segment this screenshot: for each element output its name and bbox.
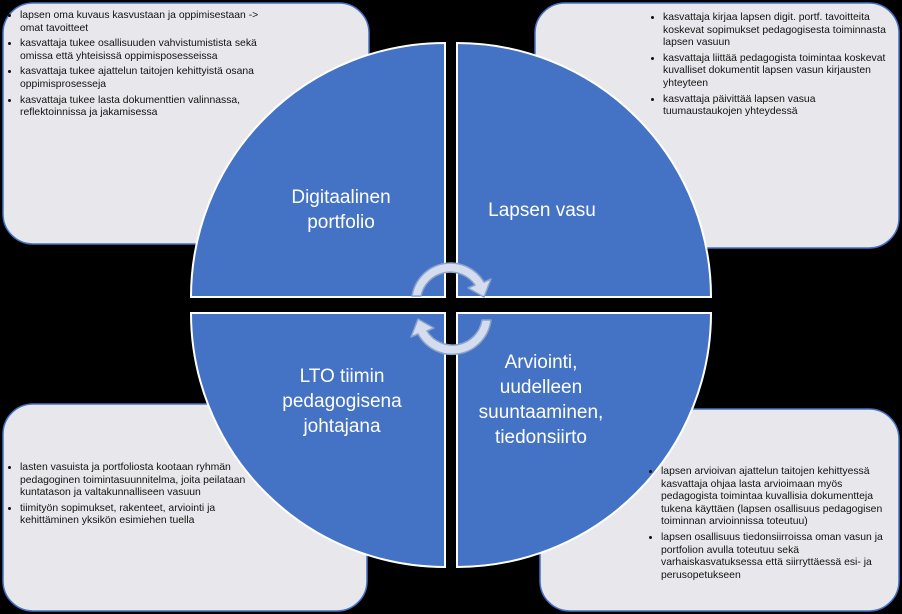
- quadrant-label-line: Arviointi,: [504, 352, 578, 373]
- quadrant-label-line: pedagogisena: [282, 391, 402, 412]
- quadrant-label-bottom-left: LTO tiimin pedagogisena johtajana: [262, 364, 422, 439]
- quadrant-top-left: [189, 41, 446, 298]
- box-text-bottom-right: lapsen arvioivan ajattelun taitojen kehi…: [649, 466, 889, 585]
- list-item: kasvattaja liittää pedagogista toimintaa…: [663, 53, 893, 91]
- quadrant-top-right: [456, 41, 713, 298]
- quadrant-label-line: Digitaalinen: [291, 187, 391, 208]
- quadrant-label-line: tiedonsiirto: [495, 427, 587, 448]
- quadrant-label-line: suuntaaminen,: [478, 402, 604, 423]
- list-item: kasvattaja päivittää lapsen vasua tuumau…: [663, 94, 893, 119]
- arrow-top-icon: [411, 262, 492, 298]
- quadrant-label-line: johtajana: [303, 416, 381, 437]
- list-item: lapsen oma kuvaus kasvustaan ja oppimise…: [20, 10, 263, 35]
- quadrant-bottom-left: [189, 312, 446, 569]
- list-item: kasvattaja tukee ajattelun taitojen kehi…: [20, 66, 263, 91]
- quadrant-label-top-left: Digitaalinen portfolio: [266, 185, 416, 235]
- list-item: lasten vasuista ja portfoliosta kootaan …: [20, 462, 258, 500]
- quadrant-label-line: portfolio: [307, 212, 375, 233]
- quadrant-label-line: LTO tiimin: [299, 366, 385, 387]
- list-item: tiimityön sopimukset, rakenteet, arvioin…: [20, 503, 258, 528]
- bullet-list: kasvattaja kirjaa lapsen digit. portf. t…: [651, 12, 893, 119]
- quadrant-label-line: uudelleen: [499, 377, 583, 398]
- quadrant-label-bottom-right: Arviointi, uudelleen suuntaaminen, tiedo…: [466, 350, 616, 450]
- bullet-list: lapsen arvioivan ajattelun taitojen kehi…: [649, 466, 889, 582]
- quadrant-label-top-right: Lapsen vasu: [467, 198, 617, 223]
- bullet-list: lapsen oma kuvaus kasvustaan ja oppimise…: [8, 10, 263, 120]
- list-item: lapsen arvioivan ajattelun taitojen kehi…: [661, 466, 889, 529]
- list-item: kasvattaja kirjaa lapsen digit. portf. t…: [663, 12, 893, 50]
- quadrant-bottom-right: [456, 312, 713, 569]
- bullet-list: lasten vasuista ja portfoliosta kootaan …: [8, 462, 258, 528]
- box-text-top-left: lapsen oma kuvaus kasvustaan ja oppimise…: [8, 10, 263, 123]
- list-item: lapsen osallisuus tiedonsiirroissa oman …: [661, 532, 889, 582]
- arrow-bottom-icon: [410, 318, 492, 356]
- box-text-top-right: kasvattaja kirjaa lapsen digit. portf. t…: [651, 12, 893, 122]
- quadrant-label-line: Lapsen vasu: [488, 200, 596, 221]
- list-item: kasvattaja tukee osallisuuden vahvistumi…: [20, 38, 263, 63]
- list-item: kasvattaja tukee lasta dokumenttien vali…: [20, 95, 263, 120]
- box-text-bottom-left: lasten vasuista ja portfoliosta kootaan …: [8, 462, 258, 531]
